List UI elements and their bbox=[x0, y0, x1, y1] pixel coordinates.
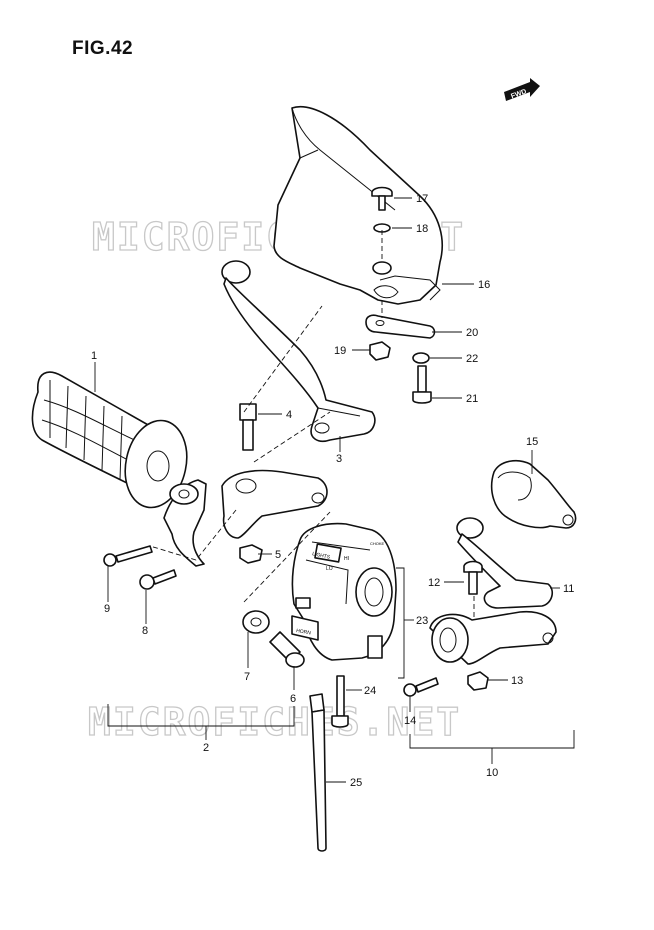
callout-13: 13 bbox=[511, 675, 523, 687]
leader-bracket bbox=[107, 704, 295, 727]
guard-boss bbox=[372, 261, 392, 275]
screw-8 bbox=[139, 569, 177, 590]
clamp-half bbox=[163, 479, 207, 567]
alignment-line bbox=[243, 305, 323, 413]
callout-17: 17 bbox=[416, 193, 428, 205]
callout-19: 19 bbox=[334, 345, 346, 357]
screw-14 bbox=[403, 677, 439, 697]
hi-label: HI bbox=[344, 556, 349, 562]
cable-tie bbox=[309, 693, 327, 852]
cover-15 bbox=[490, 459, 577, 529]
plate-20 bbox=[365, 314, 436, 339]
nut-5 bbox=[239, 544, 263, 564]
callout-3: 3 bbox=[336, 453, 342, 465]
screw-9 bbox=[103, 545, 153, 567]
choke-label: CHOKE bbox=[370, 541, 385, 546]
callout-25: 25 bbox=[350, 777, 362, 789]
brake-lever bbox=[456, 517, 554, 609]
bolt-21 bbox=[412, 365, 432, 404]
handlebar-grip bbox=[31, 371, 188, 509]
callout-15: 15 bbox=[526, 436, 538, 448]
lights-label: LIGHTS bbox=[312, 551, 332, 561]
master-clamp bbox=[429, 610, 557, 665]
figure-title: FIG.42 bbox=[72, 38, 134, 59]
bolt-4 bbox=[239, 403, 257, 451]
washer-22 bbox=[412, 352, 430, 364]
callout-20: 20 bbox=[466, 327, 478, 339]
callout-22: 22 bbox=[466, 353, 478, 365]
callout-23: 23 bbox=[416, 615, 428, 627]
nut-19 bbox=[369, 341, 391, 361]
callout-11: 11 bbox=[563, 583, 574, 595]
hand-guard bbox=[273, 106, 443, 305]
watermark-bottom: MICROFICHES.NET bbox=[88, 700, 461, 744]
callout-9: 9 bbox=[104, 603, 110, 615]
callout-21: 21 bbox=[466, 393, 478, 405]
alignment-line bbox=[149, 509, 237, 561]
callout-10: 10 bbox=[486, 767, 498, 779]
callout-6: 6 bbox=[290, 693, 296, 705]
adjuster-bolt-6 bbox=[269, 631, 305, 668]
callout-5: 5 bbox=[275, 549, 281, 561]
callout-12: 12 bbox=[428, 577, 440, 589]
nut-13 bbox=[467, 671, 489, 691]
callout-4: 4 bbox=[286, 409, 292, 421]
callout-24: 24 bbox=[364, 685, 376, 697]
lever-holder bbox=[221, 469, 328, 539]
callout-8: 8 bbox=[142, 625, 148, 637]
lo-label: LO bbox=[326, 566, 333, 572]
bolt-12 bbox=[463, 560, 483, 595]
alignment-line bbox=[243, 511, 331, 603]
fwd-arrow-icon: FWD bbox=[504, 78, 540, 101]
screw-24 bbox=[331, 675, 349, 728]
callout-1: 1 bbox=[91, 350, 97, 362]
callout-2: 2 bbox=[203, 742, 209, 754]
callout-18: 18 bbox=[416, 223, 428, 235]
leader-bracket bbox=[396, 567, 405, 679]
clutch-lever bbox=[221, 260, 376, 442]
adjuster-7 bbox=[242, 610, 270, 634]
alignment-line bbox=[253, 411, 331, 463]
handlebar-switch: LIGHTS HI LO HORN CHOKE bbox=[291, 522, 397, 661]
callout-14: 14 bbox=[404, 715, 416, 727]
horn-label: HORN bbox=[296, 628, 312, 637]
screw-17 bbox=[371, 186, 393, 211]
callout-16: 16 bbox=[478, 279, 490, 291]
callout-7: 7 bbox=[244, 671, 250, 683]
